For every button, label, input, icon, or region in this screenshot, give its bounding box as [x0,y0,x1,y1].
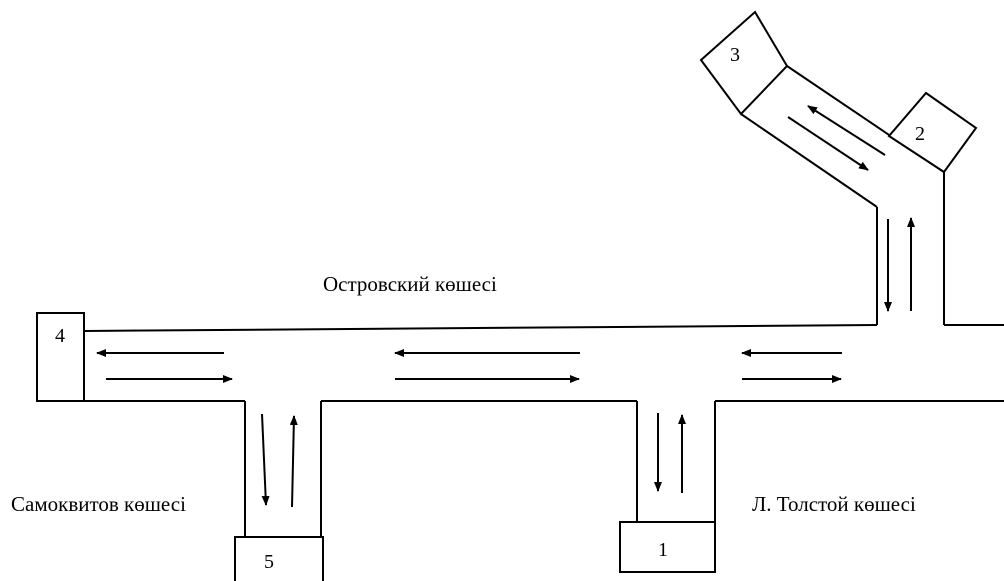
arrow-north-samokvitov [289,415,298,508]
arrow-toward-building-3 [807,105,886,156]
arrow-away-from-building-3 [787,116,869,171]
road-outlines [83,65,1004,537]
samokvitov-street-label: Самоквитов көшесі [11,492,186,516]
buildings [36,10,978,581]
building-1-number: 1 [658,539,668,561]
building-2-number: 2 [915,123,925,145]
building-1 [619,521,716,573]
building-4 [36,312,85,402]
building-4-number: 4 [55,325,65,347]
building-2 [887,91,978,174]
building-5-number: 5 [264,551,274,573]
arrow-south-samokvitov [261,413,270,506]
traffic-arrows [96,105,915,508]
building-3 [699,10,789,116]
tolstoy-street-label: Л. Толстой көшесі [752,492,916,516]
ostrovsky-road-top-edge [83,324,878,332]
building-3-number: 3 [730,44,740,66]
diagonal-road-lower-edge [740,113,878,208]
building-5 [234,536,324,581]
ostrovsky-street-label: Островский көшесі [323,272,497,296]
